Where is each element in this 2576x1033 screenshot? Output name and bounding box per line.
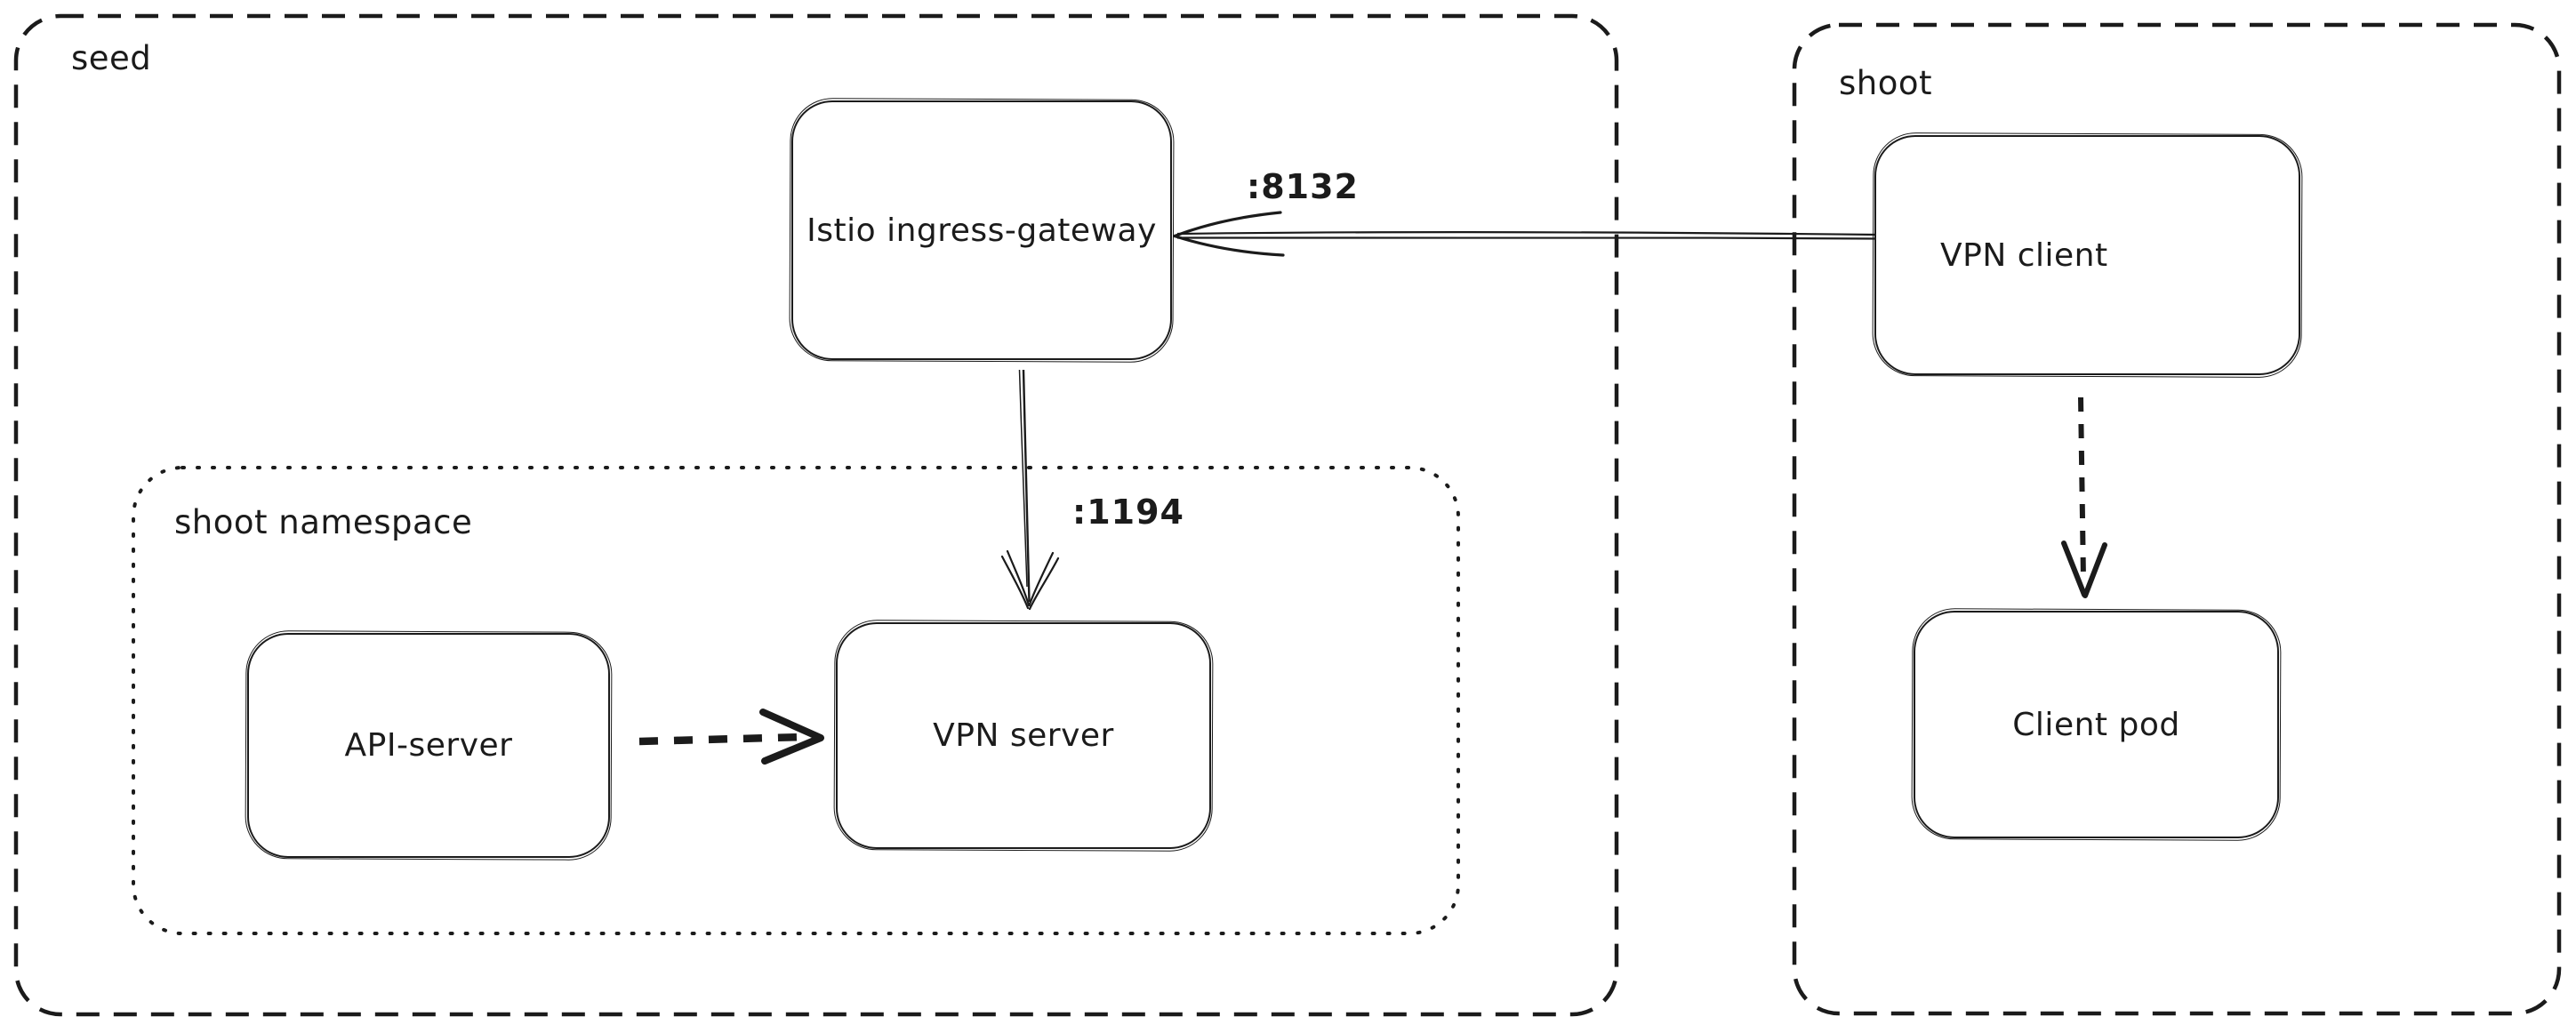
container-label-shoot: shoot: [1839, 64, 1933, 102]
node-vpn-server: VPN server: [836, 622, 1211, 849]
arrow-vpn-client-to-istio-ingress-gateway: [1173, 211, 1878, 257]
node-vpn-client-label: VPN client: [1940, 236, 2108, 274]
container-label-seed: seed: [71, 39, 152, 77]
arrow-vpn-client-to-client-pod: [2061, 396, 2107, 598]
node-api-server: API-server: [247, 633, 610, 858]
container-shoot-namespace: [132, 466, 1460, 935]
node-client-pod-label: Client pod: [2012, 706, 2180, 743]
node-api-server-label: API-server: [344, 727, 513, 764]
node-vpn-client: VPN client: [1874, 135, 2300, 375]
edge-label-port-8132: :8132: [1247, 167, 1359, 206]
node-istio-ingress-gateway-label: Istio ingress-gateway: [807, 212, 1157, 249]
node-vpn-server-label: VPN server: [933, 717, 1114, 754]
edge-label-port-1194: :1194: [1072, 492, 1184, 532]
node-client-pod: Client pod: [1914, 611, 2279, 838]
container-label-shoot-namespace: shoot namespace: [174, 503, 473, 541]
node-istio-ingress-gateway: Istio ingress-gateway: [791, 100, 1172, 360]
container-seed: [13, 13, 1619, 1017]
arrow-istio-ingress-gateway-to-vpn-server: [1000, 369, 1060, 611]
arrow-api-server-to-vpn-server: [638, 709, 824, 765]
container-shoot: [1792, 22, 2562, 1016]
